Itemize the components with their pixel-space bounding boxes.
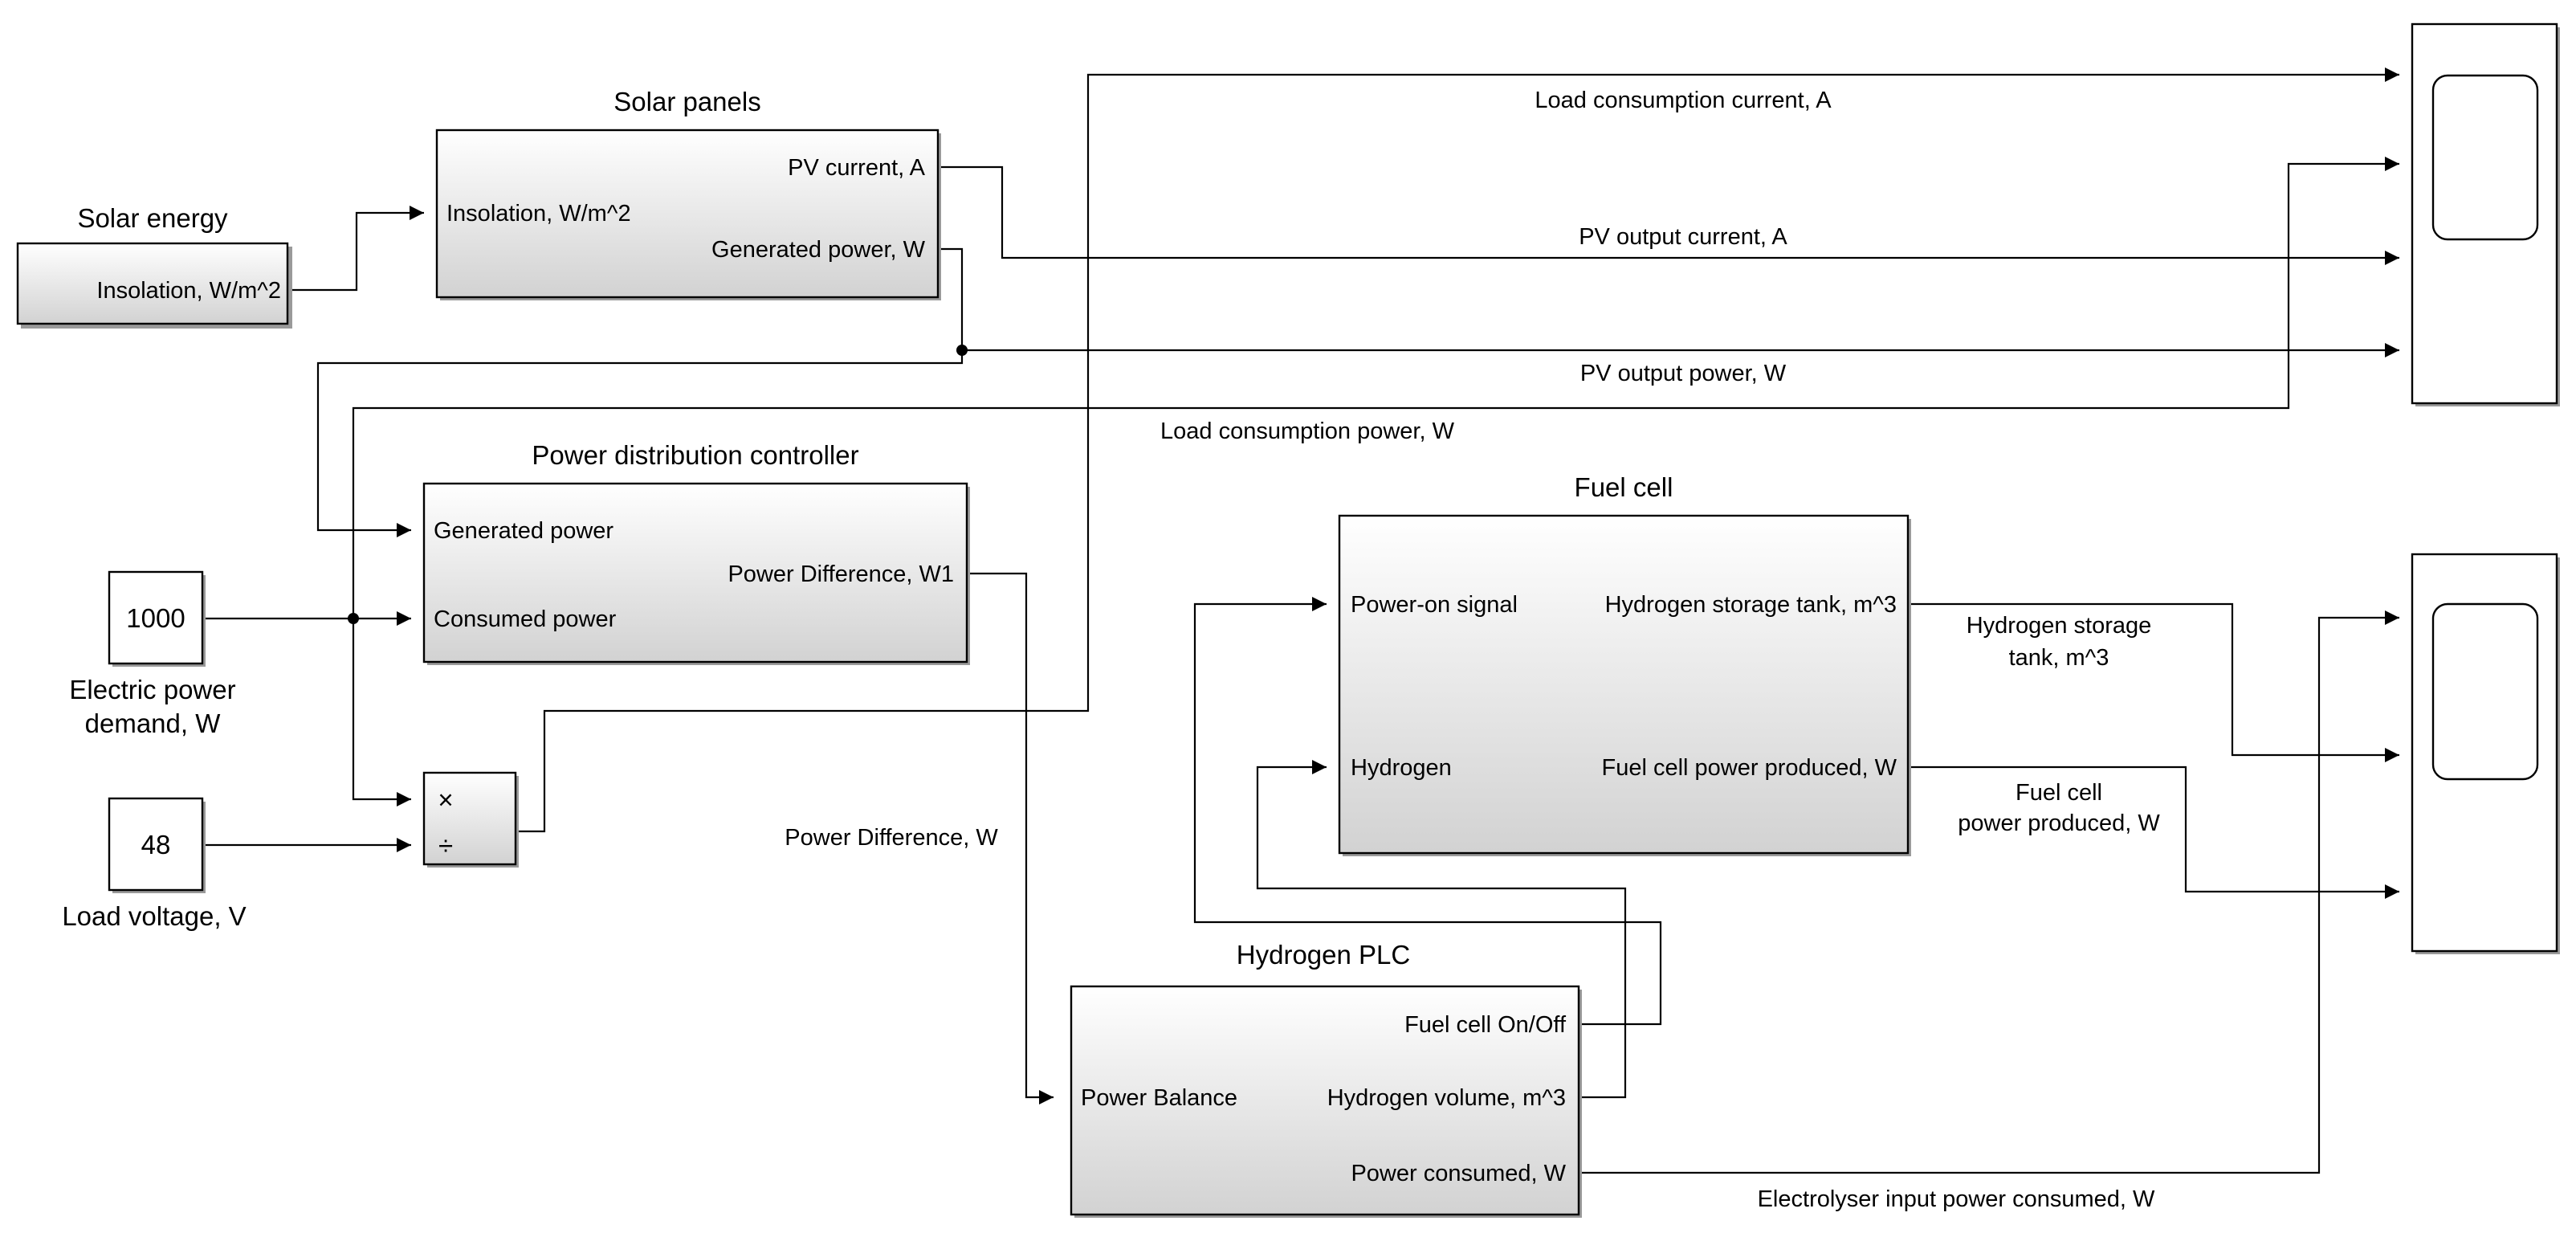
block-title: Solar energy [77,203,228,233]
signal-label: power produced, W [1958,810,2160,836]
scope-screen-icon [2431,74,2539,241]
arrowhead [397,523,411,537]
wire-load-current [516,73,2399,833]
wire-fc-onoff [1193,602,1662,1026]
constant-value: 1000 [126,603,185,633]
signal-label: Hydrogen storage [1967,613,2152,639]
arrowhead [410,206,424,220]
scope-2-block[interactable] [2411,553,2560,954]
constant-demand-block[interactable]: 1000 Electric power demand, W [69,570,236,738]
port-label: Power consumed, W [1351,1161,1566,1186]
block-title: Solar panels [613,87,760,116]
wire-generated-power [938,247,2399,352]
branch-point [956,345,968,356]
block-label: Electric power [69,675,235,704]
signal-label: Load consumption power, W [1160,418,1455,444]
signal-label: Power Difference, W [785,825,998,851]
arrowhead [2385,157,2399,171]
wire-demand-to-product [352,619,411,801]
wire-insolation [287,211,424,292]
port-label: Power-on signal [1351,592,1518,618]
port-label: Hydrogen storage tank, m^3 [1605,592,1897,618]
signal-label: Fuel cell [2016,780,2102,806]
multiply-sign: × [438,785,453,815]
signal-label: tank, m^3 [2009,645,2109,671]
port-label: Fuel cell On/Off [1404,1012,1567,1038]
arrowhead [2385,67,2399,82]
arrowhead [1312,760,1327,774]
constant-value: 48 [141,830,171,859]
arrowhead [2385,251,2399,265]
port-label: Generated power, W [711,237,926,263]
port-label: PV current, A [788,155,926,181]
wire-fc-power [1908,766,2399,893]
wire-load-power [352,162,2399,619]
arrowheads [397,67,2399,1104]
block-label: demand, W [85,708,222,738]
wire-h2-tank [1908,602,2399,757]
arrowhead [2385,884,2399,899]
wire-pv-current [938,165,2399,259]
branch-point [348,613,359,624]
divide-sign: ÷ [438,831,453,860]
scope-1-block[interactable] [2411,22,2560,406]
port-label: Consumed power [434,606,617,632]
block-title: Hydrogen PLC [1237,940,1410,970]
signal-label: PV output current, A [1579,224,1787,250]
port-label: Hydrogen volume, m^3 [1327,1085,1566,1111]
fuel-cell-block[interactable]: Fuel cell Power-on signal Hydrogen Hydro… [1338,472,1911,856]
arrowhead [397,792,411,806]
wire-generated-power-branch [316,350,964,532]
scope-screen-icon [2431,602,2539,781]
arrowhead [1312,597,1327,611]
arrowhead [2385,610,2399,625]
port-label: Power Difference, W1 [728,561,954,587]
arrowhead [397,611,411,626]
signal-labels: Load consumption current, A PV output cu… [785,88,2160,1212]
block-title: Fuel cell [1575,472,1673,502]
signal-label: Electrolyser input power consumed, W [1758,1186,2155,1212]
port-label: Insolation, W/m^2 [96,278,281,304]
port-label: Generated power [434,518,613,544]
constant-voltage-block[interactable]: 48 Load voltage, V [62,797,247,931]
port-label: Insolation, W/m^2 [446,201,631,227]
solar-energy-block[interactable]: Solar energy Insolation, W/m^2 [16,203,292,329]
port-label: Power Balance [1081,1085,1237,1111]
wire-electrolyser [1579,616,2399,1174]
arrowhead [1039,1090,1054,1104]
wires [202,73,2399,1174]
arrowhead [2385,748,2399,762]
power-distribution-controller-block[interactable]: Power distribution controller Generated … [422,440,970,665]
arrowhead [2385,343,2399,357]
block-label: Load voltage, V [62,901,246,931]
block-title: Power distribution controller [532,440,858,470]
signal-label: Load consumption current, A [1535,88,1832,113]
port-label: Hydrogen [1351,755,1452,781]
signal-label: PV output power, W [1580,361,1787,386]
port-label: Fuel cell power produced, W [1602,755,1897,781]
arrowhead [397,838,411,852]
hydrogen-plc-block[interactable]: Hydrogen PLC Power Balance Fuel cell On/… [1070,940,1582,1218]
wire-h2-volume [1256,766,1627,1099]
solar-panels-block[interactable]: Solar panels Insolation, W/m^2 PV curren… [435,87,941,300]
divide-block[interactable]: × ÷ [422,771,519,868]
